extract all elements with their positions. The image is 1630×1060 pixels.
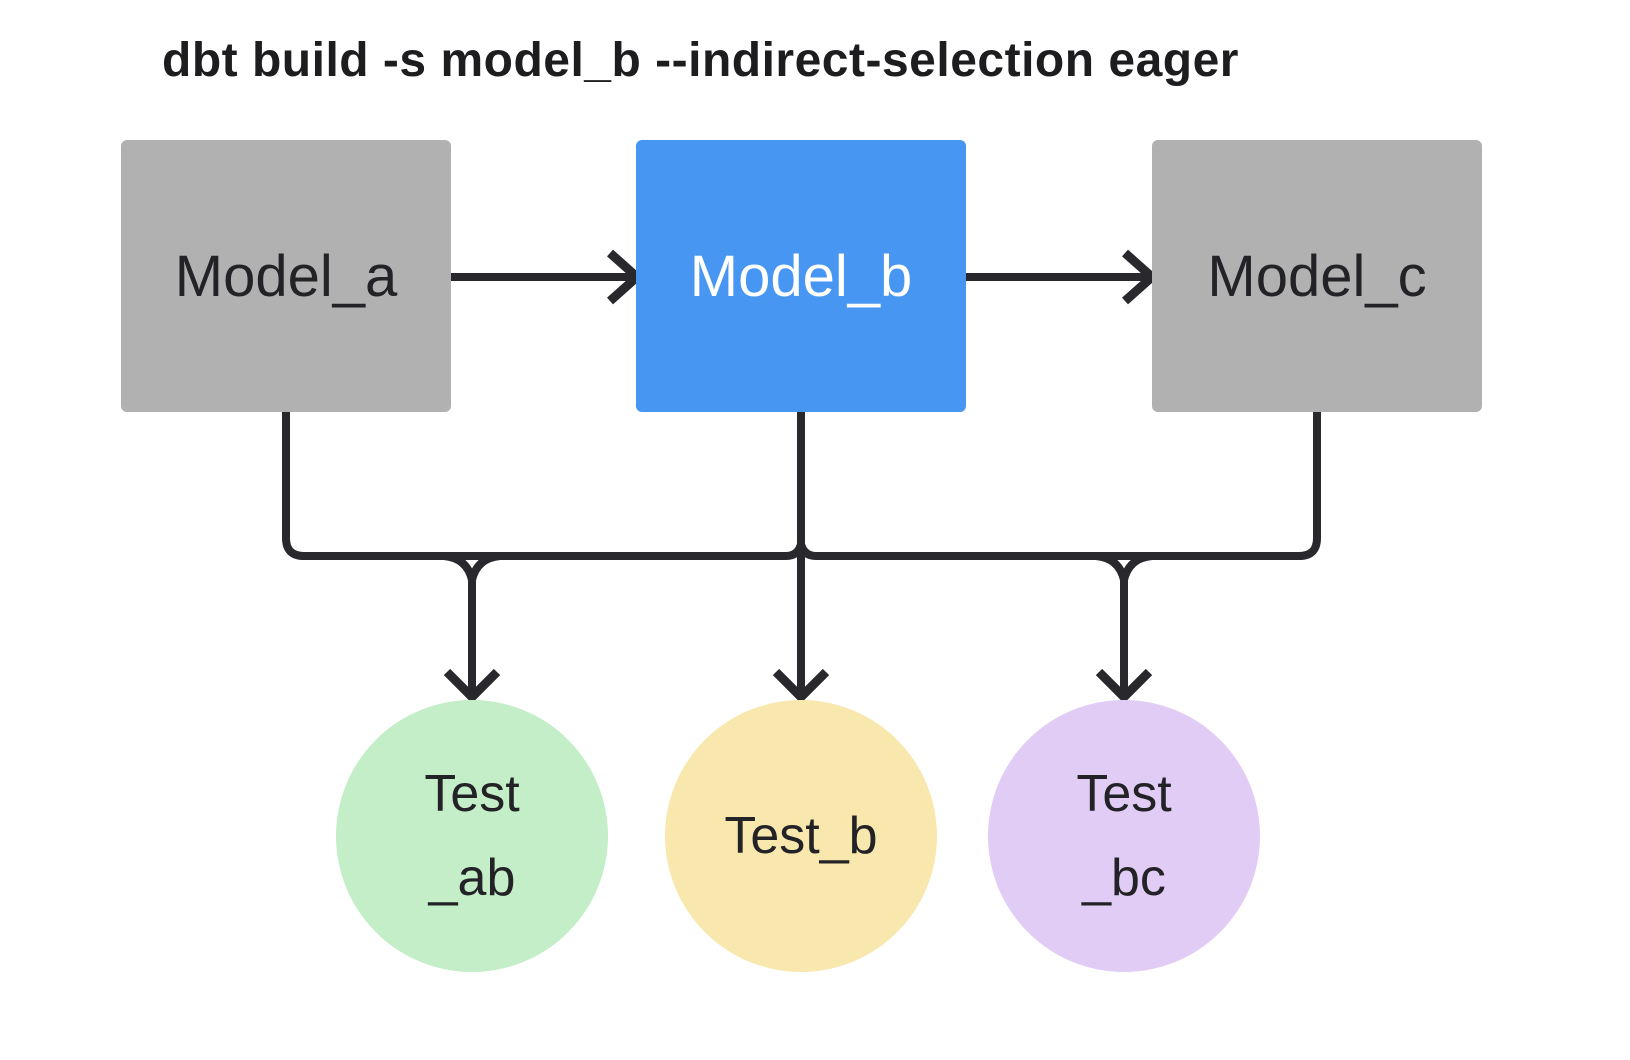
- node-model-a: Model_a: [121, 140, 451, 412]
- node-test-ab-label-line2: _ab: [428, 849, 516, 907]
- node-test-ab-label-line1: Test: [424, 765, 520, 823]
- node-model-c: Model_c: [1152, 140, 1482, 412]
- node-model-b-label: Model_b: [689, 243, 913, 309]
- arrowhead-test-bc: [1095, 668, 1153, 704]
- edge-model-c-to-bus: [797, 412, 1321, 560]
- node-model-c-label: Model_c: [1207, 243, 1427, 309]
- node-model-b: Model_b: [636, 140, 966, 412]
- node-test-b: Test_b: [665, 700, 937, 972]
- arrowhead-test-ab: [443, 668, 501, 704]
- node-test-ab: Test _ab: [336, 700, 608, 972]
- arrowhead-test-b: [772, 668, 830, 704]
- command-title: dbt build -s model_b --indirect-selectio…: [162, 34, 1239, 87]
- edge-model-a-to-bus: [282, 412, 805, 560]
- node-test-bc-label-line1: Test: [1076, 765, 1172, 823]
- node-test-bc: Test _bc: [988, 700, 1260, 972]
- node-test-bc-label-line2: _bc: [1082, 849, 1166, 907]
- node-test-b-label: Test_b: [724, 807, 878, 865]
- node-model-a-label: Model_a: [174, 243, 398, 309]
